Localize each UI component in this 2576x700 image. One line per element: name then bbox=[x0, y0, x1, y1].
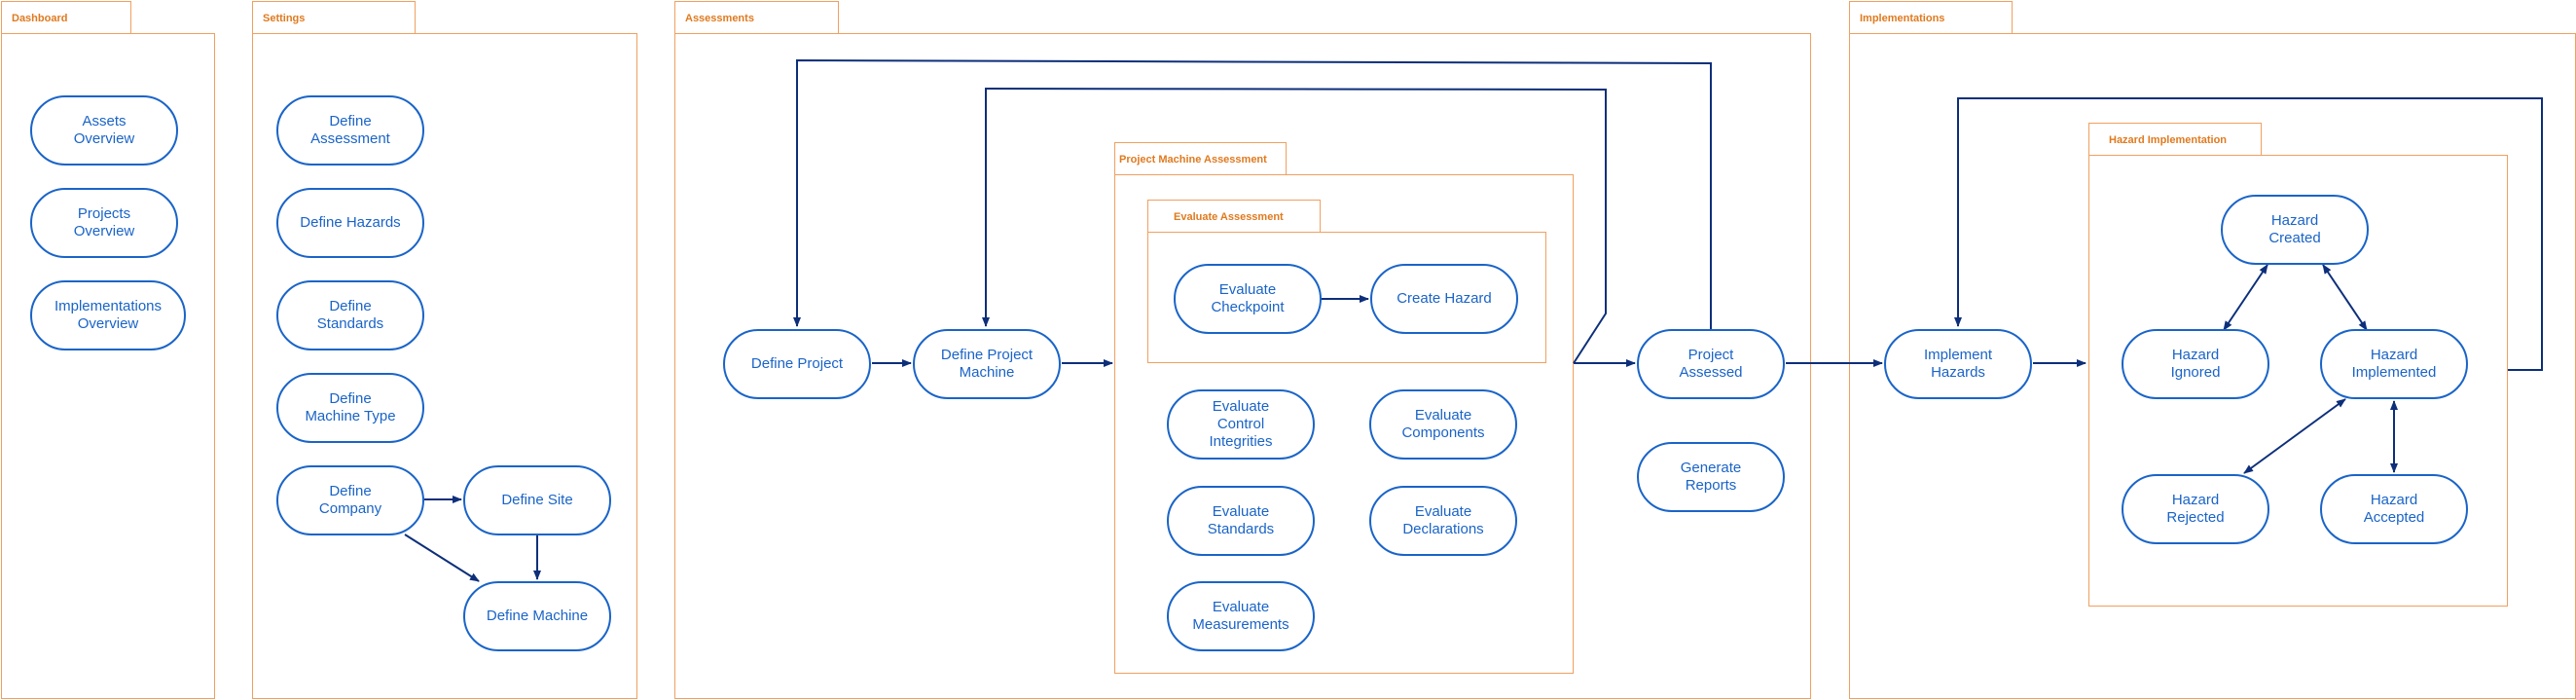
node-define-machine[interactable]: Define Machine bbox=[463, 581, 611, 651]
panel-tab-evaluate-assessment: Evaluate Assessment bbox=[1147, 200, 1321, 233]
node-define-project-machine[interactable]: Define Project Machine bbox=[913, 329, 1061, 399]
panel-tab-assessments: Assessments bbox=[674, 1, 839, 34]
node-define-site[interactable]: Define Site bbox=[463, 465, 611, 535]
node-hazard-created[interactable]: Hazard Created bbox=[2221, 195, 2369, 265]
node-evaluate-components[interactable]: Evaluate Components bbox=[1369, 389, 1517, 460]
node-evaluate-checkpoint[interactable]: Evaluate Checkpoint bbox=[1174, 264, 1322, 334]
node-define-standards[interactable]: Define Standards bbox=[276, 280, 424, 350]
node-project-assessed[interactable]: Project Assessed bbox=[1637, 329, 1785, 399]
node-create-hazard[interactable]: Create Hazard bbox=[1370, 264, 1518, 334]
node-assets-overview[interactable]: Assets Overview bbox=[30, 95, 178, 166]
panel-dashboard bbox=[1, 33, 215, 699]
panel-tab-settings: Settings bbox=[252, 1, 416, 34]
node-evaluate-control-integrities[interactable]: Evaluate Control Integrities bbox=[1167, 389, 1315, 460]
node-hazard-accepted[interactable]: Hazard Accepted bbox=[2320, 474, 2468, 544]
node-generate-reports[interactable]: Generate Reports bbox=[1637, 442, 1785, 512]
panel-assessments bbox=[674, 33, 1811, 699]
node-define-machine-type[interactable]: Define Machine Type bbox=[276, 373, 424, 443]
node-define-assessment[interactable]: Define Assessment bbox=[276, 95, 424, 166]
node-hazard-ignored[interactable]: Hazard Ignored bbox=[2122, 329, 2269, 399]
panel-tab-hazard-implementation: Hazard Implementation bbox=[2088, 123, 2262, 156]
panel-settings bbox=[252, 33, 637, 699]
node-implementations-overview[interactable]: Implementations Overview bbox=[30, 280, 186, 350]
node-define-company[interactable]: Define Company bbox=[276, 465, 424, 535]
panel-tab-implementations: Implementations bbox=[1849, 1, 2013, 34]
node-evaluate-declarations[interactable]: Evaluate Declarations bbox=[1369, 486, 1517, 556]
node-hazard-implemented[interactable]: Hazard Implemented bbox=[2320, 329, 2468, 399]
node-define-hazards[interactable]: Define Hazards bbox=[276, 188, 424, 258]
node-hazard-rejected[interactable]: Hazard Rejected bbox=[2122, 474, 2269, 544]
node-evaluate-standards[interactable]: Evaluate Standards bbox=[1167, 486, 1315, 556]
panel-tab-dashboard: Dashboard bbox=[1, 1, 131, 34]
node-projects-overview[interactable]: Projects Overview bbox=[30, 188, 178, 258]
node-evaluate-measurements[interactable]: Evaluate Measurements bbox=[1167, 581, 1315, 651]
node-implement-hazards[interactable]: Implement Hazards bbox=[1884, 329, 2032, 399]
panel-tab-project-machine-assessment: Project Machine Assessment bbox=[1114, 142, 1287, 175]
node-define-project[interactable]: Define Project bbox=[723, 329, 871, 399]
